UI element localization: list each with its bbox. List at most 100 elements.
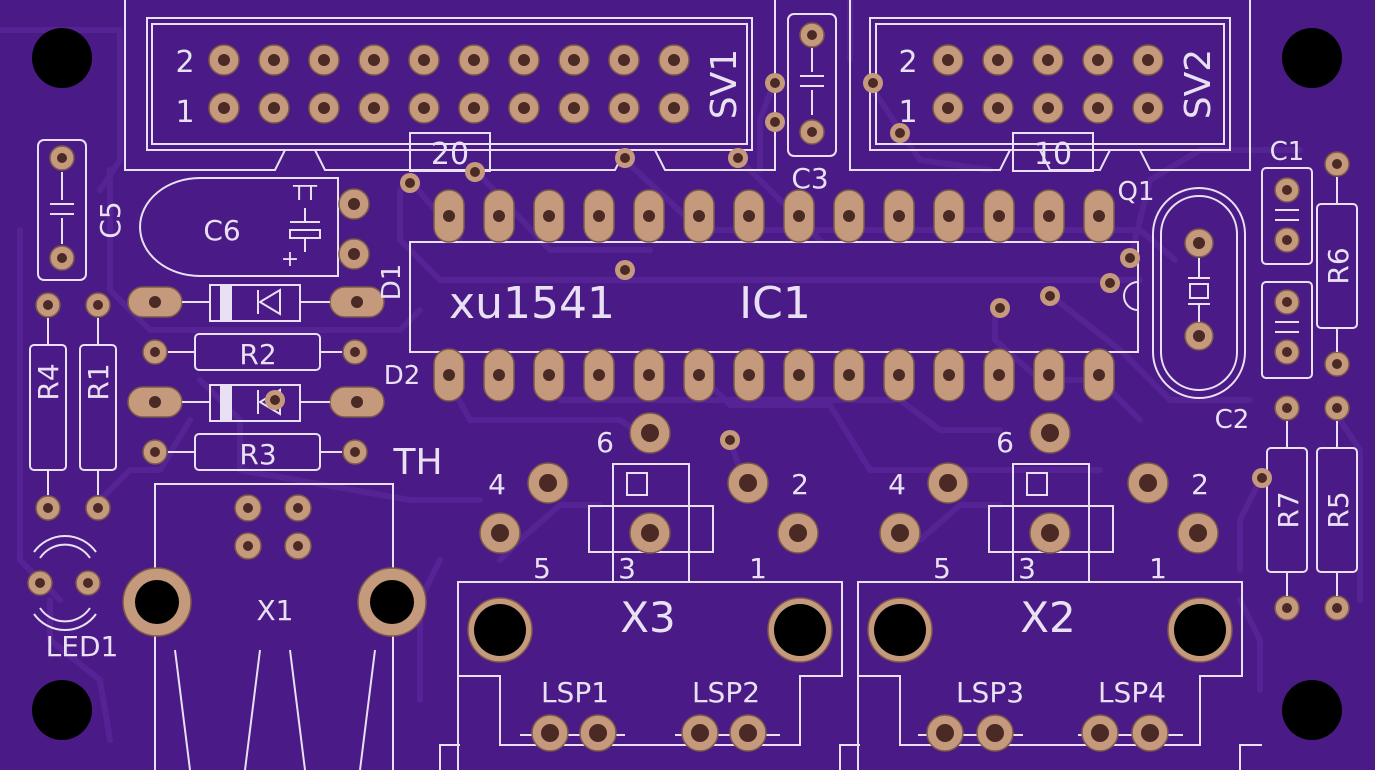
via <box>265 390 285 410</box>
r3-label: R3 <box>239 438 276 471</box>
mounting-hole-top-left <box>32 28 92 88</box>
r6-label: R6 <box>1322 247 1355 284</box>
d2-label: D2 <box>384 361 421 391</box>
ic1-pin <box>883 348 915 402</box>
x2-pin5-label: 5 <box>933 552 951 585</box>
ic1-pin <box>683 189 715 243</box>
sv2-pin <box>932 44 964 76</box>
sv1-pin-label-odd: 1 <box>175 95 194 130</box>
sv2-pin <box>982 44 1014 76</box>
sv1-pin <box>508 92 540 124</box>
connector-x2: 6 4 2 5 3 1 X2 <box>857 412 1243 770</box>
ic1-pin <box>933 189 965 243</box>
r7-label: R7 <box>1272 491 1305 528</box>
r5-label: R5 <box>1322 491 1355 528</box>
sv2-pin <box>1082 44 1114 76</box>
ic1-pin <box>833 348 865 402</box>
sv1-pin-label-even: 2 <box>175 45 194 80</box>
c6-label: C6 <box>203 214 240 247</box>
resistor-r2: R2 <box>142 333 368 371</box>
q1-label: Q1 <box>1117 177 1154 207</box>
jumper-lsp1: LSP1 <box>520 676 625 752</box>
sv1-pin <box>508 44 540 76</box>
sv2-pin <box>1032 44 1064 76</box>
sv1-pin <box>358 92 390 124</box>
via <box>615 148 635 168</box>
mounting-hole-bottom-right <box>1282 680 1342 740</box>
sv1-pin <box>208 92 240 124</box>
x2-pin1-label: 1 <box>1149 552 1167 585</box>
x3-pin6-label: 6 <box>596 426 614 459</box>
sv2-pin <box>1082 92 1114 124</box>
c5-label: C5 <box>94 201 127 238</box>
resistor-r4: R4 <box>29 292 67 521</box>
sv1-pin <box>458 44 490 76</box>
jumper-lsp2: LSP2 <box>675 676 780 752</box>
ic1-pin <box>483 348 515 402</box>
sv1-pin <box>208 44 240 76</box>
x2-pin6-label: 6 <box>996 426 1014 459</box>
sv1-label: SV1 <box>704 49 745 119</box>
via <box>765 112 785 132</box>
x2-pin3-label: 3 <box>1018 552 1036 585</box>
sv2-pin-label-even: 2 <box>898 45 917 80</box>
lsp1-label: LSP1 <box>541 676 609 709</box>
sv2-pin <box>1132 44 1164 76</box>
jumper-lsp4: LSP4 <box>1078 676 1183 752</box>
resistor-r5: R5 <box>1316 395 1358 621</box>
lsp2-label: LSP2 <box>692 676 760 709</box>
via <box>400 173 420 193</box>
mounting-hole-bottom-left <box>32 680 92 740</box>
sv2-pin <box>1132 92 1164 124</box>
ic1-pin <box>783 189 815 243</box>
board-edge-bottom-2 <box>839 744 860 770</box>
d1-label: D1 <box>377 264 407 301</box>
c2-label: C2 <box>1215 405 1250 435</box>
resistor-r6: R6 <box>1316 151 1358 377</box>
sv2-pin <box>932 92 964 124</box>
via <box>1040 286 1060 306</box>
ic1-pin <box>983 348 1015 402</box>
th-label: TH <box>392 442 442 483</box>
c6-plus-label: + <box>281 247 299 272</box>
via <box>728 148 748 168</box>
sv1-pin <box>658 44 690 76</box>
sv1-pin <box>258 44 290 76</box>
ic1-pin <box>633 348 665 402</box>
via <box>615 260 635 280</box>
ic1-pin <box>433 189 465 243</box>
x2-pin4-label: 4 <box>888 468 906 501</box>
sv1-pin <box>308 92 340 124</box>
sv1-connector: 2 1 20 SV1 <box>124 0 776 172</box>
sv1-pin <box>458 92 490 124</box>
sv2-pin <box>1032 92 1064 124</box>
x3-pin2-label: 2 <box>791 468 809 501</box>
via <box>863 73 883 93</box>
sv2-label: SV2 <box>1178 49 1219 119</box>
via <box>465 162 485 182</box>
x3-pin4-label: 4 <box>488 468 506 501</box>
capacitor-c2: C2 <box>1215 281 1313 435</box>
ic1-value: xu1541 <box>449 278 615 329</box>
board-edge-bottom-3 <box>1239 744 1262 770</box>
ic1-pin <box>1083 189 1115 243</box>
x3-label: X3 <box>620 593 676 642</box>
diode-d2: D2 <box>127 361 421 422</box>
led-led1: LED1 <box>27 535 118 663</box>
sv1-pin <box>658 92 690 124</box>
ic1-pin <box>883 189 915 243</box>
capacitor-c1: C1 <box>1261 137 1313 265</box>
x3-pin3-label: 3 <box>618 552 636 585</box>
r2-label: R2 <box>239 338 276 371</box>
c1-label: C1 <box>1270 137 1305 167</box>
sv1-pin-count: 20 <box>431 137 469 172</box>
mounting-holes <box>32 28 1342 740</box>
capacitor-c6: C6 TT + <box>139 177 370 277</box>
crystal-q1: Q1 <box>1117 177 1246 399</box>
diode-d1: D1 <box>127 264 407 322</box>
ic1-pin <box>533 348 565 402</box>
via <box>890 123 910 143</box>
x2-pin2-label: 2 <box>1191 468 1209 501</box>
ic1-pin <box>583 348 615 402</box>
